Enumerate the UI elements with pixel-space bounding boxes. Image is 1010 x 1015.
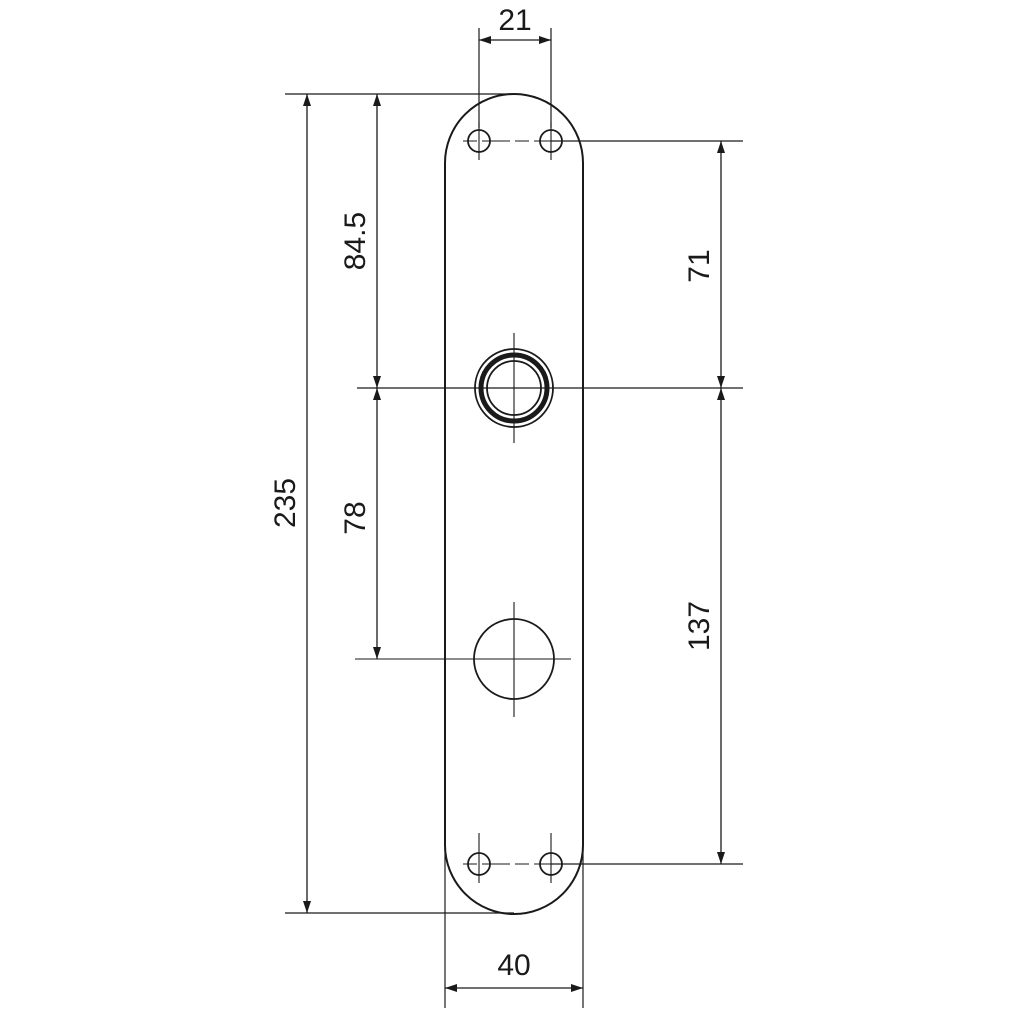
dimension-label-71: 71 — [683, 249, 716, 282]
dimension-label-40: 40 — [497, 949, 530, 982]
dimension-label-235: 235 — [269, 478, 302, 528]
dimension-label-78: 78 — [339, 501, 372, 534]
dimension-label-137: 137 — [683, 601, 716, 651]
bottom-screw-holes — [463, 833, 567, 883]
keyhole — [355, 602, 571, 717]
dimension-label-21: 21 — [498, 4, 531, 37]
dimension-label-84-5: 84.5 — [339, 212, 372, 270]
plate-outline — [444, 93, 584, 915]
